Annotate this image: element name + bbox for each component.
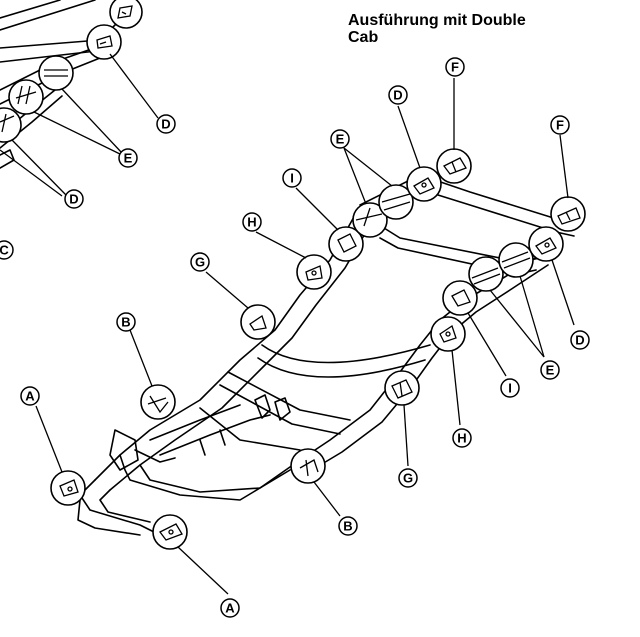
marker-label-text: D bbox=[393, 88, 402, 103]
marker-label-text: D bbox=[69, 192, 78, 207]
marker-label-text: D bbox=[161, 117, 170, 132]
marker-label-circle bbox=[282, 168, 302, 188]
detail-circle-H1 bbox=[296, 254, 332, 290]
marker-label-a: A bbox=[220, 598, 240, 618]
marker-label-circle bbox=[540, 360, 560, 380]
marker-label-text: G bbox=[195, 255, 205, 270]
marker-labels: A A B B C D D D D E E E F F G G H H I I bbox=[0, 57, 590, 618]
marker-label-circle bbox=[64, 189, 84, 209]
marker-label-text: H bbox=[247, 215, 256, 230]
marker-label-g: G bbox=[398, 468, 418, 488]
marker-label-text: G bbox=[403, 471, 413, 486]
marker-label-b: B bbox=[338, 516, 358, 536]
marker-label-circle bbox=[550, 115, 570, 135]
marker-label-circle bbox=[118, 148, 138, 168]
marker-label-circle bbox=[0, 240, 14, 260]
marker-label-i: I bbox=[500, 378, 520, 398]
marker-label-d: D bbox=[156, 114, 176, 134]
marker-label-text: E bbox=[546, 363, 555, 378]
marker-label-circle bbox=[190, 252, 210, 272]
marker-label-g: G bbox=[190, 252, 210, 272]
topleft-markers bbox=[0, 0, 143, 143]
marker-circle-tl-3 bbox=[38, 55, 74, 91]
marker-label-e: E bbox=[330, 129, 350, 149]
marker-label-circle bbox=[445, 57, 465, 77]
marker-label-text: F bbox=[556, 118, 564, 133]
detail-circle-F2 bbox=[550, 196, 586, 232]
marker-label-e: E bbox=[118, 148, 138, 168]
detail-circles bbox=[50, 148, 586, 550]
marker-label-h: H bbox=[452, 428, 472, 448]
marker-label-text: B bbox=[121, 315, 130, 330]
detail-circle-I1 bbox=[328, 226, 364, 262]
detail-circle-B2 bbox=[290, 448, 326, 484]
marker-label-text: D bbox=[575, 333, 584, 348]
marker-label-i: I bbox=[282, 168, 302, 188]
title-line-2: Cab bbox=[348, 29, 379, 46]
leader-lines bbox=[35, 78, 575, 595]
marker-label-d: D bbox=[64, 189, 84, 209]
detail-symbols bbox=[59, 157, 581, 541]
marker-label-f: F bbox=[550, 115, 570, 135]
detail-circle-E2a bbox=[468, 256, 504, 292]
marker-label-circle bbox=[452, 428, 472, 448]
marker-label-circle bbox=[116, 312, 136, 332]
marker-label-e: E bbox=[540, 360, 560, 380]
marker-label-circle bbox=[330, 129, 350, 149]
marker-label-f: F bbox=[445, 57, 465, 77]
marker-label-c: C bbox=[0, 240, 14, 260]
marker-label-circle bbox=[398, 468, 418, 488]
detail-circle-G1 bbox=[240, 304, 276, 340]
marker-label-circle bbox=[242, 212, 262, 232]
marker-label-d: D bbox=[388, 85, 408, 105]
marker-label-circle bbox=[20, 386, 40, 406]
topleft-marker-symbols bbox=[0, 5, 133, 133]
detail-circle-E1a bbox=[352, 202, 388, 238]
marker-label-text: A bbox=[25, 389, 35, 404]
diagram-title: Ausführung mit Double Cab bbox=[348, 12, 608, 46]
detail-circle-D1 bbox=[406, 166, 442, 202]
marker-label-text: E bbox=[336, 132, 345, 147]
marker-label-circle bbox=[388, 85, 408, 105]
detail-circle-B1 bbox=[140, 384, 176, 420]
marker-label-b: B bbox=[116, 312, 136, 332]
marker-label-text: F bbox=[451, 60, 459, 75]
marker-label-text: C bbox=[0, 243, 9, 258]
marker-label-text: I bbox=[290, 171, 294, 186]
marker-label-text: H bbox=[457, 431, 466, 446]
marker-label-d: D bbox=[570, 330, 590, 350]
detail-circle-H2 bbox=[430, 316, 466, 352]
marker-label-circle bbox=[500, 378, 520, 398]
marker-circle-tl-4 bbox=[8, 79, 44, 115]
marker-label-text: A bbox=[225, 601, 235, 616]
marker-label-circle bbox=[156, 114, 176, 134]
title-line-1: Ausführung mit Double bbox=[348, 12, 526, 29]
detail-circle-A2 bbox=[152, 514, 188, 550]
marker-label-text: E bbox=[124, 151, 133, 166]
detail-circle-G2 bbox=[384, 370, 420, 406]
marker-label-h: H bbox=[242, 212, 262, 232]
detail-circle-E1b bbox=[378, 184, 414, 220]
marker-label-a: A bbox=[20, 386, 40, 406]
marker-label-circle bbox=[570, 330, 590, 350]
topleft-leader-lines bbox=[0, 53, 159, 197]
marker-label-circle bbox=[338, 516, 358, 536]
marker-label-circle bbox=[220, 598, 240, 618]
marker-label-text: I bbox=[508, 381, 512, 396]
detail-circle-I2 bbox=[442, 280, 478, 316]
marker-label-text: B bbox=[343, 519, 352, 534]
detail-circle-D2 bbox=[528, 226, 564, 262]
detail-circle-E2b bbox=[498, 242, 534, 278]
